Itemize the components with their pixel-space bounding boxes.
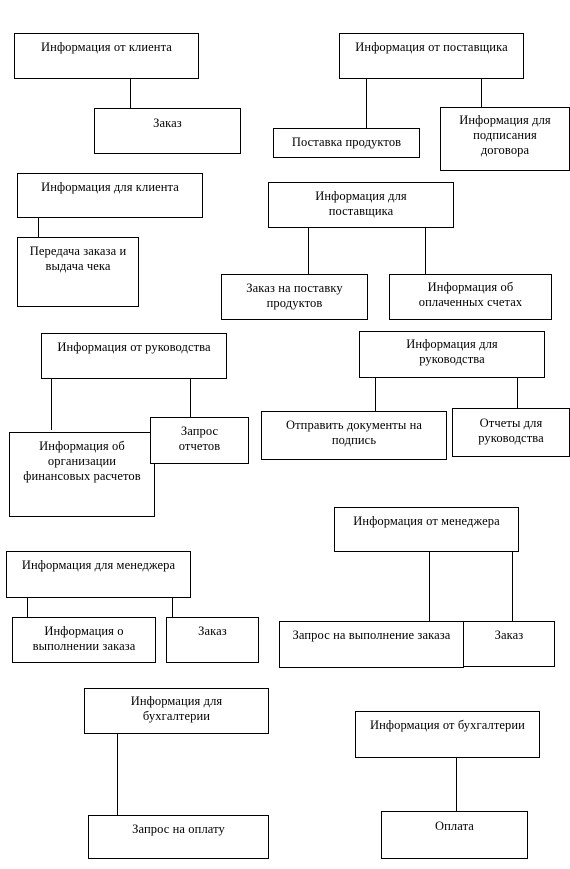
connector-line: [425, 227, 426, 275]
manager-info-order-box: Заказ: [166, 617, 259, 663]
info-for-client-box: Информация для клиента: [17, 173, 203, 218]
connector-line: [27, 597, 28, 618]
connector-line: [366, 78, 367, 129]
connector-line: [51, 378, 52, 430]
payment-box: Оплата: [381, 811, 528, 859]
info-from-manager-box: Информация от менеджера: [334, 507, 519, 552]
order-transfer-box: Передача заказа и выдача чека: [17, 237, 139, 307]
info-from-management-box: Информация от руководства: [41, 333, 227, 379]
connector-line: [130, 79, 131, 109]
connector-line: [308, 227, 309, 275]
connector-line: [481, 78, 482, 108]
order-exec-request-box: Запрос на выполнение заказа: [279, 621, 464, 668]
connector-line: [117, 733, 118, 816]
connector-line: [456, 757, 457, 812]
reports-request-box: Запрос отчетов: [150, 417, 249, 464]
product-delivery-box: Поставка продуктов: [273, 128, 420, 158]
management-reports-box: Отчеты для руководства: [452, 408, 570, 457]
connector-line: [190, 378, 191, 418]
info-for-accounting-box: Информация для бухгалтерии: [84, 688, 269, 734]
contract-signing-info-box: Информация для подписания договора: [440, 107, 570, 171]
info-for-management-box: Информация для руководства: [359, 331, 545, 378]
info-for-supplier-box: Информация для поставщика: [268, 182, 454, 228]
connector-line: [38, 218, 39, 238]
payment-request-box: Запрос на оплату: [88, 815, 269, 859]
paid-invoices-info-box: Информация об оплаченных счетах: [389, 274, 552, 320]
order-box: Заказ: [94, 108, 241, 154]
info-from-client-box: Информация от клиента: [14, 33, 199, 79]
connector-line: [375, 377, 376, 412]
fin-settlement-info-box: Информация об организации финансовых рас…: [9, 432, 155, 517]
connector-line: [429, 551, 430, 622]
info-for-manager-box: Информация для менеджера: [6, 551, 191, 598]
order-exec-info-box: Информация о выполнении заказа: [12, 617, 156, 663]
connector-line: [512, 551, 513, 622]
supply-order-box: Заказ на поставку продуктов: [221, 274, 368, 320]
info-from-accounting-box: Информация от бухгалтерии: [355, 711, 540, 758]
connector-line: [517, 377, 518, 409]
send-docs-for-signature-box: Отправить документы на подпись: [261, 411, 447, 460]
info-from-supplier-box: Информация от поставщика: [339, 33, 524, 79]
connector-line: [172, 597, 173, 618]
manager-order-box: Заказ: [463, 621, 555, 667]
